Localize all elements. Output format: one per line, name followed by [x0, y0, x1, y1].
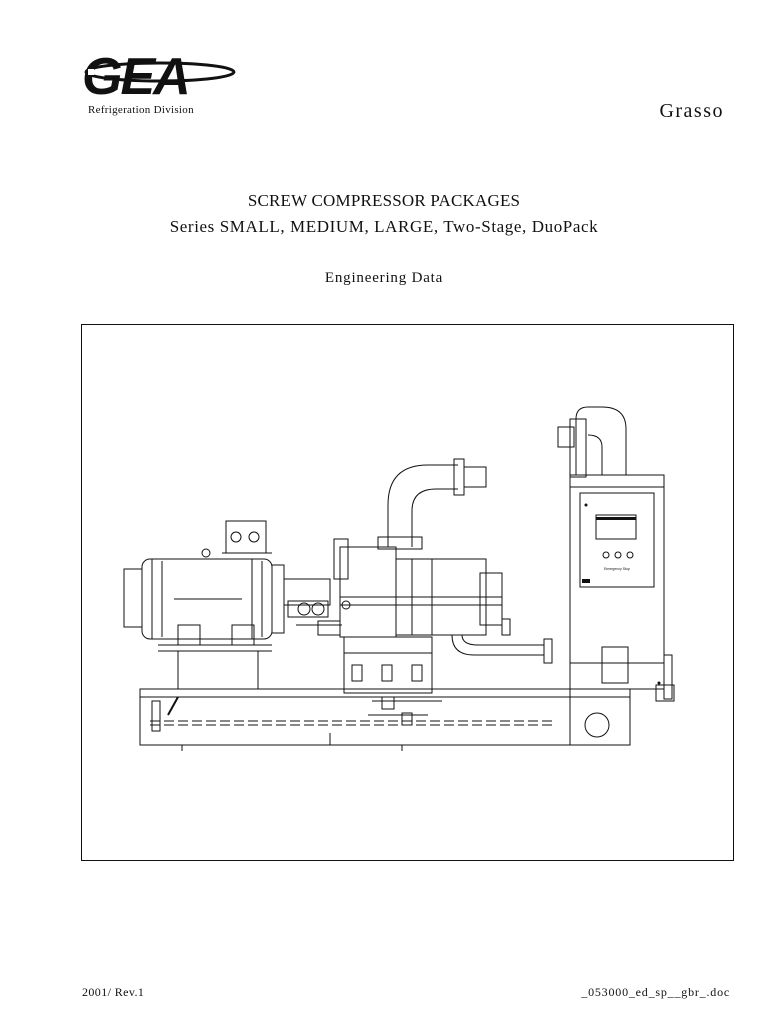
control-panel [579, 492, 655, 588]
division-label: Refrigeration Division [88, 104, 194, 116]
footer-filename: _053000_ed_sp__gbr_.doc [581, 985, 730, 999]
brand-name: Grasso [659, 100, 724, 122]
document-title: SCREW COMPRESSOR PACKAGES [247, 191, 521, 210]
title-block: SCREW COMPRESSOR PACKAGES Series SMALL, … [0, 190, 768, 240]
compressor-package-drawing: Emergency Stop [123, 406, 675, 751]
oil-pipe [451, 634, 544, 656]
gea-logo: GEA [82, 48, 236, 100]
coupling [283, 578, 331, 606]
emergency-stop-label: Emergency Stop [604, 567, 630, 571]
document-type: Engineering Data [324, 270, 444, 286]
figure-frame: Emergency Stop [81, 324, 734, 861]
suction-elbow [387, 464, 458, 547]
terminal-box [225, 520, 267, 554]
svg-text:GEA: GEA [82, 48, 189, 100]
document-subtitle: Series SMALL, MEDIUM, LARGE, Two-Stage, … [169, 217, 599, 236]
footer-revision: 2001/ Rev.1 [82, 985, 145, 999]
vessel-base [569, 688, 631, 746]
oil-unit [343, 636, 433, 694]
